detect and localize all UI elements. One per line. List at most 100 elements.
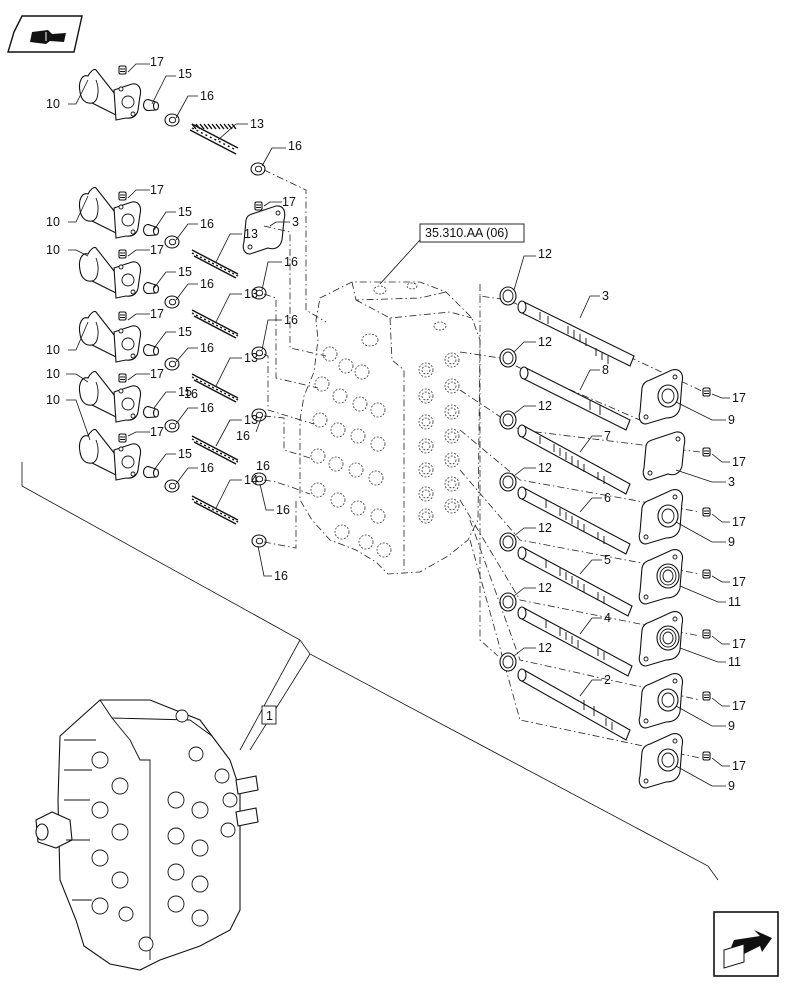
callout-12: 12 <box>538 399 552 413</box>
callout-10: 10 <box>46 367 60 381</box>
assembly-callout[interactable]: 1 <box>261 705 277 725</box>
spool-2 <box>517 668 631 741</box>
callout-5: 5 <box>604 553 611 567</box>
callout-3: 3 <box>728 475 735 489</box>
callout-11: 11 <box>728 655 741 669</box>
spool-6 <box>517 486 631 555</box>
callout-15: 15 <box>178 325 192 339</box>
endcap-row-5 <box>78 370 180 433</box>
section-divider-line <box>21 462 719 881</box>
centerlines-left <box>263 169 327 549</box>
callout-8: 8 <box>602 363 609 377</box>
callout-16: 16 <box>200 217 214 231</box>
callout-15-mid: 16 <box>184 387 198 401</box>
spool-8 <box>519 366 631 431</box>
callout-13: 13 <box>244 413 258 427</box>
callout-10: 10 <box>46 243 60 257</box>
callout-17: 17 <box>732 759 746 773</box>
callout-16: 16 <box>284 313 298 327</box>
callout-11: 11 <box>728 595 741 609</box>
callout-17: 17 <box>150 243 164 257</box>
assembly-leader-lines <box>239 639 311 751</box>
callout-17: 17 <box>732 699 746 713</box>
callout-16: 16 <box>274 569 288 583</box>
callout-17: 17 <box>150 55 164 69</box>
spool-7 <box>517 424 631 495</box>
next-page-arrow-icon[interactable] <box>713 911 779 977</box>
callout-16: 16 <box>200 461 214 475</box>
callout-9: 9 <box>728 779 735 793</box>
valve-block-outline <box>299 281 481 575</box>
callout-16: 16 <box>276 503 290 517</box>
callout-15: 15 <box>178 265 192 279</box>
callout-16: 16 <box>200 89 214 103</box>
spool-4 <box>517 606 633 677</box>
callout-16: 16 <box>256 459 270 473</box>
orings-12 <box>499 286 517 672</box>
spool-5 <box>517 546 633 617</box>
callout-16: 16 <box>200 341 214 355</box>
callout-labels: 10 17 15 16 13 16 17 3 10 17 15 16 13 16… <box>46 55 746 793</box>
callout-17: 17 <box>150 307 164 321</box>
callout-17: 17 <box>732 637 746 651</box>
assembly-callout-text: 1 <box>266 709 273 723</box>
spring-13-top <box>189 123 239 155</box>
callout-3: 3 <box>602 289 609 303</box>
callout-13: 13 <box>250 117 264 131</box>
callout-16: 16 <box>200 401 214 415</box>
callout-13: 13 <box>244 287 258 301</box>
spool-3 <box>517 300 635 367</box>
callout-15: 15 <box>178 385 192 399</box>
valve-block-ports-left <box>310 346 392 558</box>
callout-10: 10 <box>46 393 60 407</box>
callout-2: 2 <box>604 673 611 687</box>
callout-17: 17 <box>150 425 164 439</box>
screws-17-right <box>702 387 711 761</box>
callout-12: 12 <box>538 581 552 595</box>
callout-12: 12 <box>538 335 552 349</box>
callout-10: 10 <box>46 215 60 229</box>
endcap-row-6 <box>78 428 180 493</box>
springs-13-14 <box>191 249 239 525</box>
callout-14: 14 <box>244 473 258 487</box>
reference-label[interactable]: 35.310.AA (06) <box>419 223 525 243</box>
spool-caps <box>638 369 686 789</box>
callout-10: 10 <box>46 343 60 357</box>
callout-16: 16 <box>236 429 250 443</box>
callout-17: 17 <box>150 183 164 197</box>
callout-17: 17 <box>150 367 164 381</box>
endcap-row-1 <box>78 65 180 127</box>
callout-17: 17 <box>282 195 296 209</box>
book-open-icon <box>7 15 83 53</box>
callout-9: 9 <box>728 413 735 427</box>
leader-lines <box>66 63 730 787</box>
callout-16: 16 <box>200 277 214 291</box>
assembled-valve <box>35 699 259 971</box>
callout-16: 16 <box>284 255 298 269</box>
callout-6: 6 <box>604 491 611 505</box>
callout-17: 17 <box>732 455 746 469</box>
callout-9: 9 <box>728 719 735 733</box>
reference-label-text: 35.310.AA (06) <box>425 226 508 240</box>
callout-9: 9 <box>728 535 735 549</box>
callout-12: 12 <box>538 461 552 475</box>
callout-17: 17 <box>732 391 746 405</box>
callout-15: 15 <box>178 67 192 81</box>
valve-block-ports-right <box>418 352 460 524</box>
callout-17: 17 <box>732 575 746 589</box>
callout-3: 3 <box>292 215 299 229</box>
endcap-row-3 <box>78 246 180 309</box>
callout-15: 15 <box>178 447 192 461</box>
endcap-row-4 <box>78 310 180 371</box>
callout-17: 17 <box>732 515 746 529</box>
callout-12: 12 <box>538 641 552 655</box>
callout-4: 4 <box>604 611 611 625</box>
callout-10: 10 <box>46 97 60 111</box>
callout-16: 16 <box>288 139 302 153</box>
callout-12: 12 <box>538 521 552 535</box>
callout-13: 13 <box>244 351 258 365</box>
callout-15: 15 <box>178 205 192 219</box>
callout-12: 12 <box>538 247 552 261</box>
